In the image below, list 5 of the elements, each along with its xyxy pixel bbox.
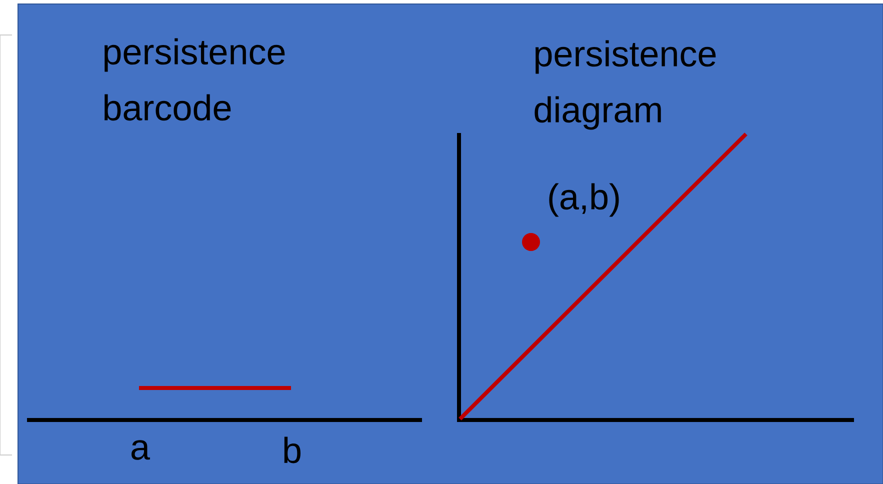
axis-label: a bbox=[132, 440, 150, 460]
slide-heading: persistence diagram bbox=[534, 40, 716, 130]
axis-label: b bbox=[284, 436, 300, 464]
slide-heading: persistence barcode bbox=[104, 38, 285, 121]
point-label: (a,b) bbox=[549, 183, 619, 217]
